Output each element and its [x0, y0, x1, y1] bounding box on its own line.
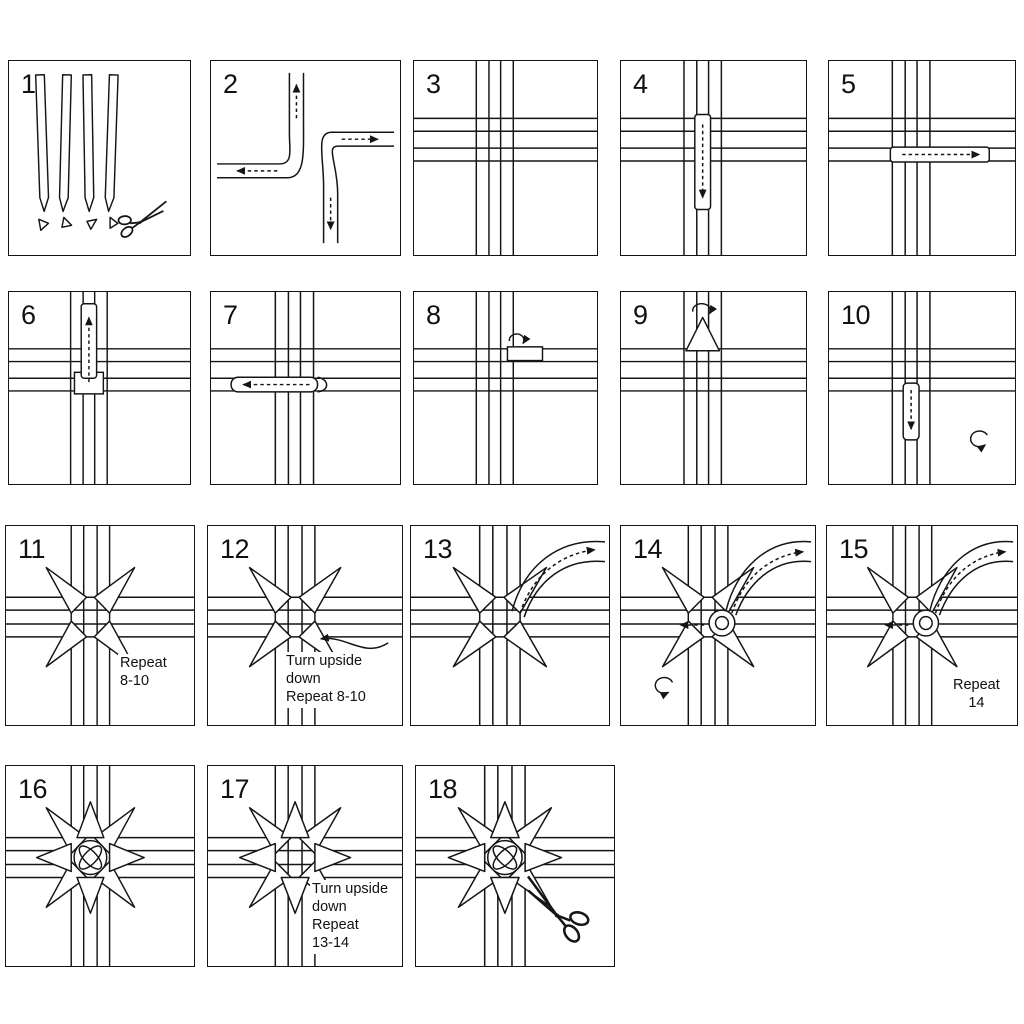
panel-3-drawing [414, 61, 597, 255]
panel-14-drawing [621, 526, 815, 725]
panel-number: 13 [423, 534, 453, 564]
rotate-arrow [654, 676, 674, 700]
panel-number: 7 [223, 300, 238, 330]
panel-13-drawing [411, 526, 609, 725]
scissors-icon [115, 195, 168, 245]
panel-note: Repeat 14 [951, 676, 1002, 714]
panel-2-drawing [217, 72, 394, 244]
panel-note: Repeat 8-10 [118, 654, 169, 692]
fold-over-arrow [692, 303, 718, 315]
panel-number: 8 [426, 300, 441, 330]
panel-3: 3 [413, 60, 598, 256]
panel-6: 6 [8, 291, 191, 485]
panel-7-drawing [211, 292, 400, 484]
panel-17: 17 Turn upside down Repeat 13-14 [207, 765, 403, 967]
panel-number: 6 [21, 300, 36, 330]
panel-12-drawing [208, 526, 402, 725]
panel-number: 3 [426, 69, 441, 99]
turn-over-arrow [319, 633, 389, 649]
panel-5: 5 [828, 60, 1016, 256]
panel-number: 10 [841, 300, 871, 330]
panel-8-drawing [414, 292, 597, 484]
panel-4-drawing [621, 61, 806, 255]
panel-15-drawing [827, 526, 1017, 725]
panel-number: 11 [18, 534, 46, 564]
panel-number: 14 [633, 534, 663, 564]
panel-13: 13 [410, 525, 610, 726]
panel-number: 9 [633, 300, 648, 330]
panel-note: Turn upside down Repeat 13-14 [310, 880, 391, 954]
panel-number: 4 [633, 69, 648, 99]
panel-number: 2 [223, 69, 238, 99]
panel-number: 18 [428, 774, 458, 804]
rotate-arrow [969, 430, 988, 453]
panel-note: Turn upside down Repeat 8-10 [284, 652, 368, 708]
panel-number: 12 [220, 534, 250, 564]
panel-number: 1 [21, 69, 36, 99]
panel-2: 2 [210, 60, 401, 256]
panel-6-drawing [9, 292, 190, 484]
panel-8: 8 [413, 291, 598, 485]
panel-18: 18 [415, 765, 615, 967]
panel-5-drawing [829, 61, 1015, 255]
panel-4: 4 [620, 60, 807, 256]
panel-9-drawing [621, 292, 806, 484]
panel-1-drawing [34, 73, 168, 245]
panel-10-drawing [829, 292, 1015, 484]
panel-number: 16 [18, 774, 48, 804]
panel-11: 11 Repeat 8-10 [5, 525, 195, 726]
panel-15: 15 Repeat 14 [826, 525, 1018, 726]
panel-10: 10 [828, 291, 1016, 485]
panel-number: 5 [841, 69, 856, 99]
panel-number: 17 [220, 774, 250, 804]
panel-16: 16 [5, 765, 195, 967]
panel-number: 15 [839, 534, 869, 564]
panel-9: 9 [620, 291, 807, 485]
fold-over-arrow [508, 333, 531, 345]
thread-strip-arrow [519, 546, 596, 614]
panel-7: 7 [210, 291, 401, 485]
panel-1: 1 [8, 60, 191, 256]
panel-14: 14 [620, 525, 816, 726]
panel-12: 12 Turn upside down Repeat 8-10 [207, 525, 403, 726]
